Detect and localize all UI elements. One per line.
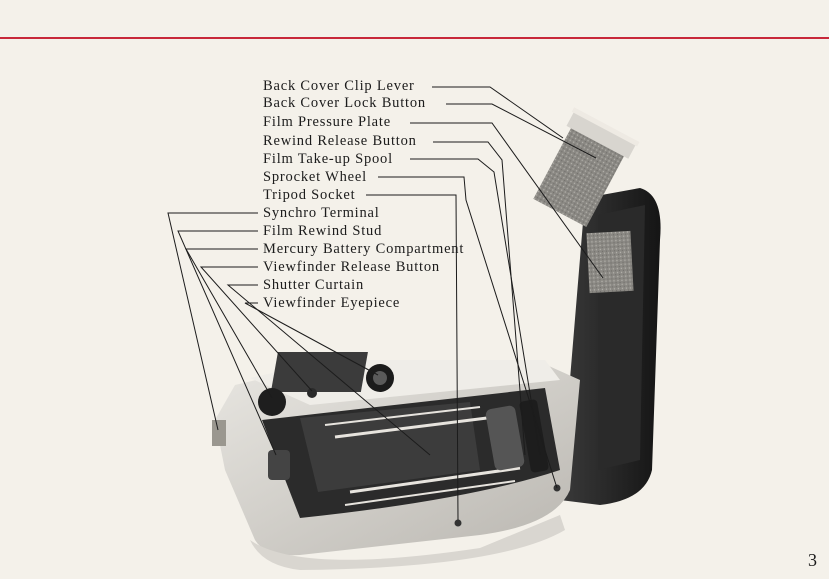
label-shutter-curtain: Shutter Curtain bbox=[263, 277, 364, 294]
film-pressure-plate bbox=[586, 231, 633, 293]
page-number: 3 bbox=[808, 550, 817, 571]
label-rewind-release-button: Rewind Release Button bbox=[263, 133, 417, 150]
label-viewfinder-eyepiece: Viewfinder Eyepiece bbox=[263, 295, 400, 312]
label-sprocket-wheel: Sprocket Wheel bbox=[263, 169, 367, 186]
viewfinder-block bbox=[271, 352, 368, 392]
label-synchro-terminal: Synchro Terminal bbox=[263, 205, 380, 222]
label-viewfinder-release-button: Viewfinder Release Button bbox=[263, 259, 440, 276]
battery-compartment bbox=[258, 388, 286, 416]
label-mercury-battery-compartment: Mercury Battery Compartment bbox=[263, 241, 464, 258]
label-film-pressure-plate: Film Pressure Plate bbox=[263, 114, 391, 131]
label-film-rewind-stud: Film Rewind Stud bbox=[263, 223, 382, 240]
label-tripod-socket: Tripod Socket bbox=[263, 187, 355, 204]
label-back-cover-lock-button: Back Cover Lock Button bbox=[263, 95, 426, 112]
label-back-cover-clip-lever: Back Cover Clip Lever bbox=[263, 78, 415, 95]
label-film-take-up-spool: Film Take-up Spool bbox=[263, 151, 393, 168]
